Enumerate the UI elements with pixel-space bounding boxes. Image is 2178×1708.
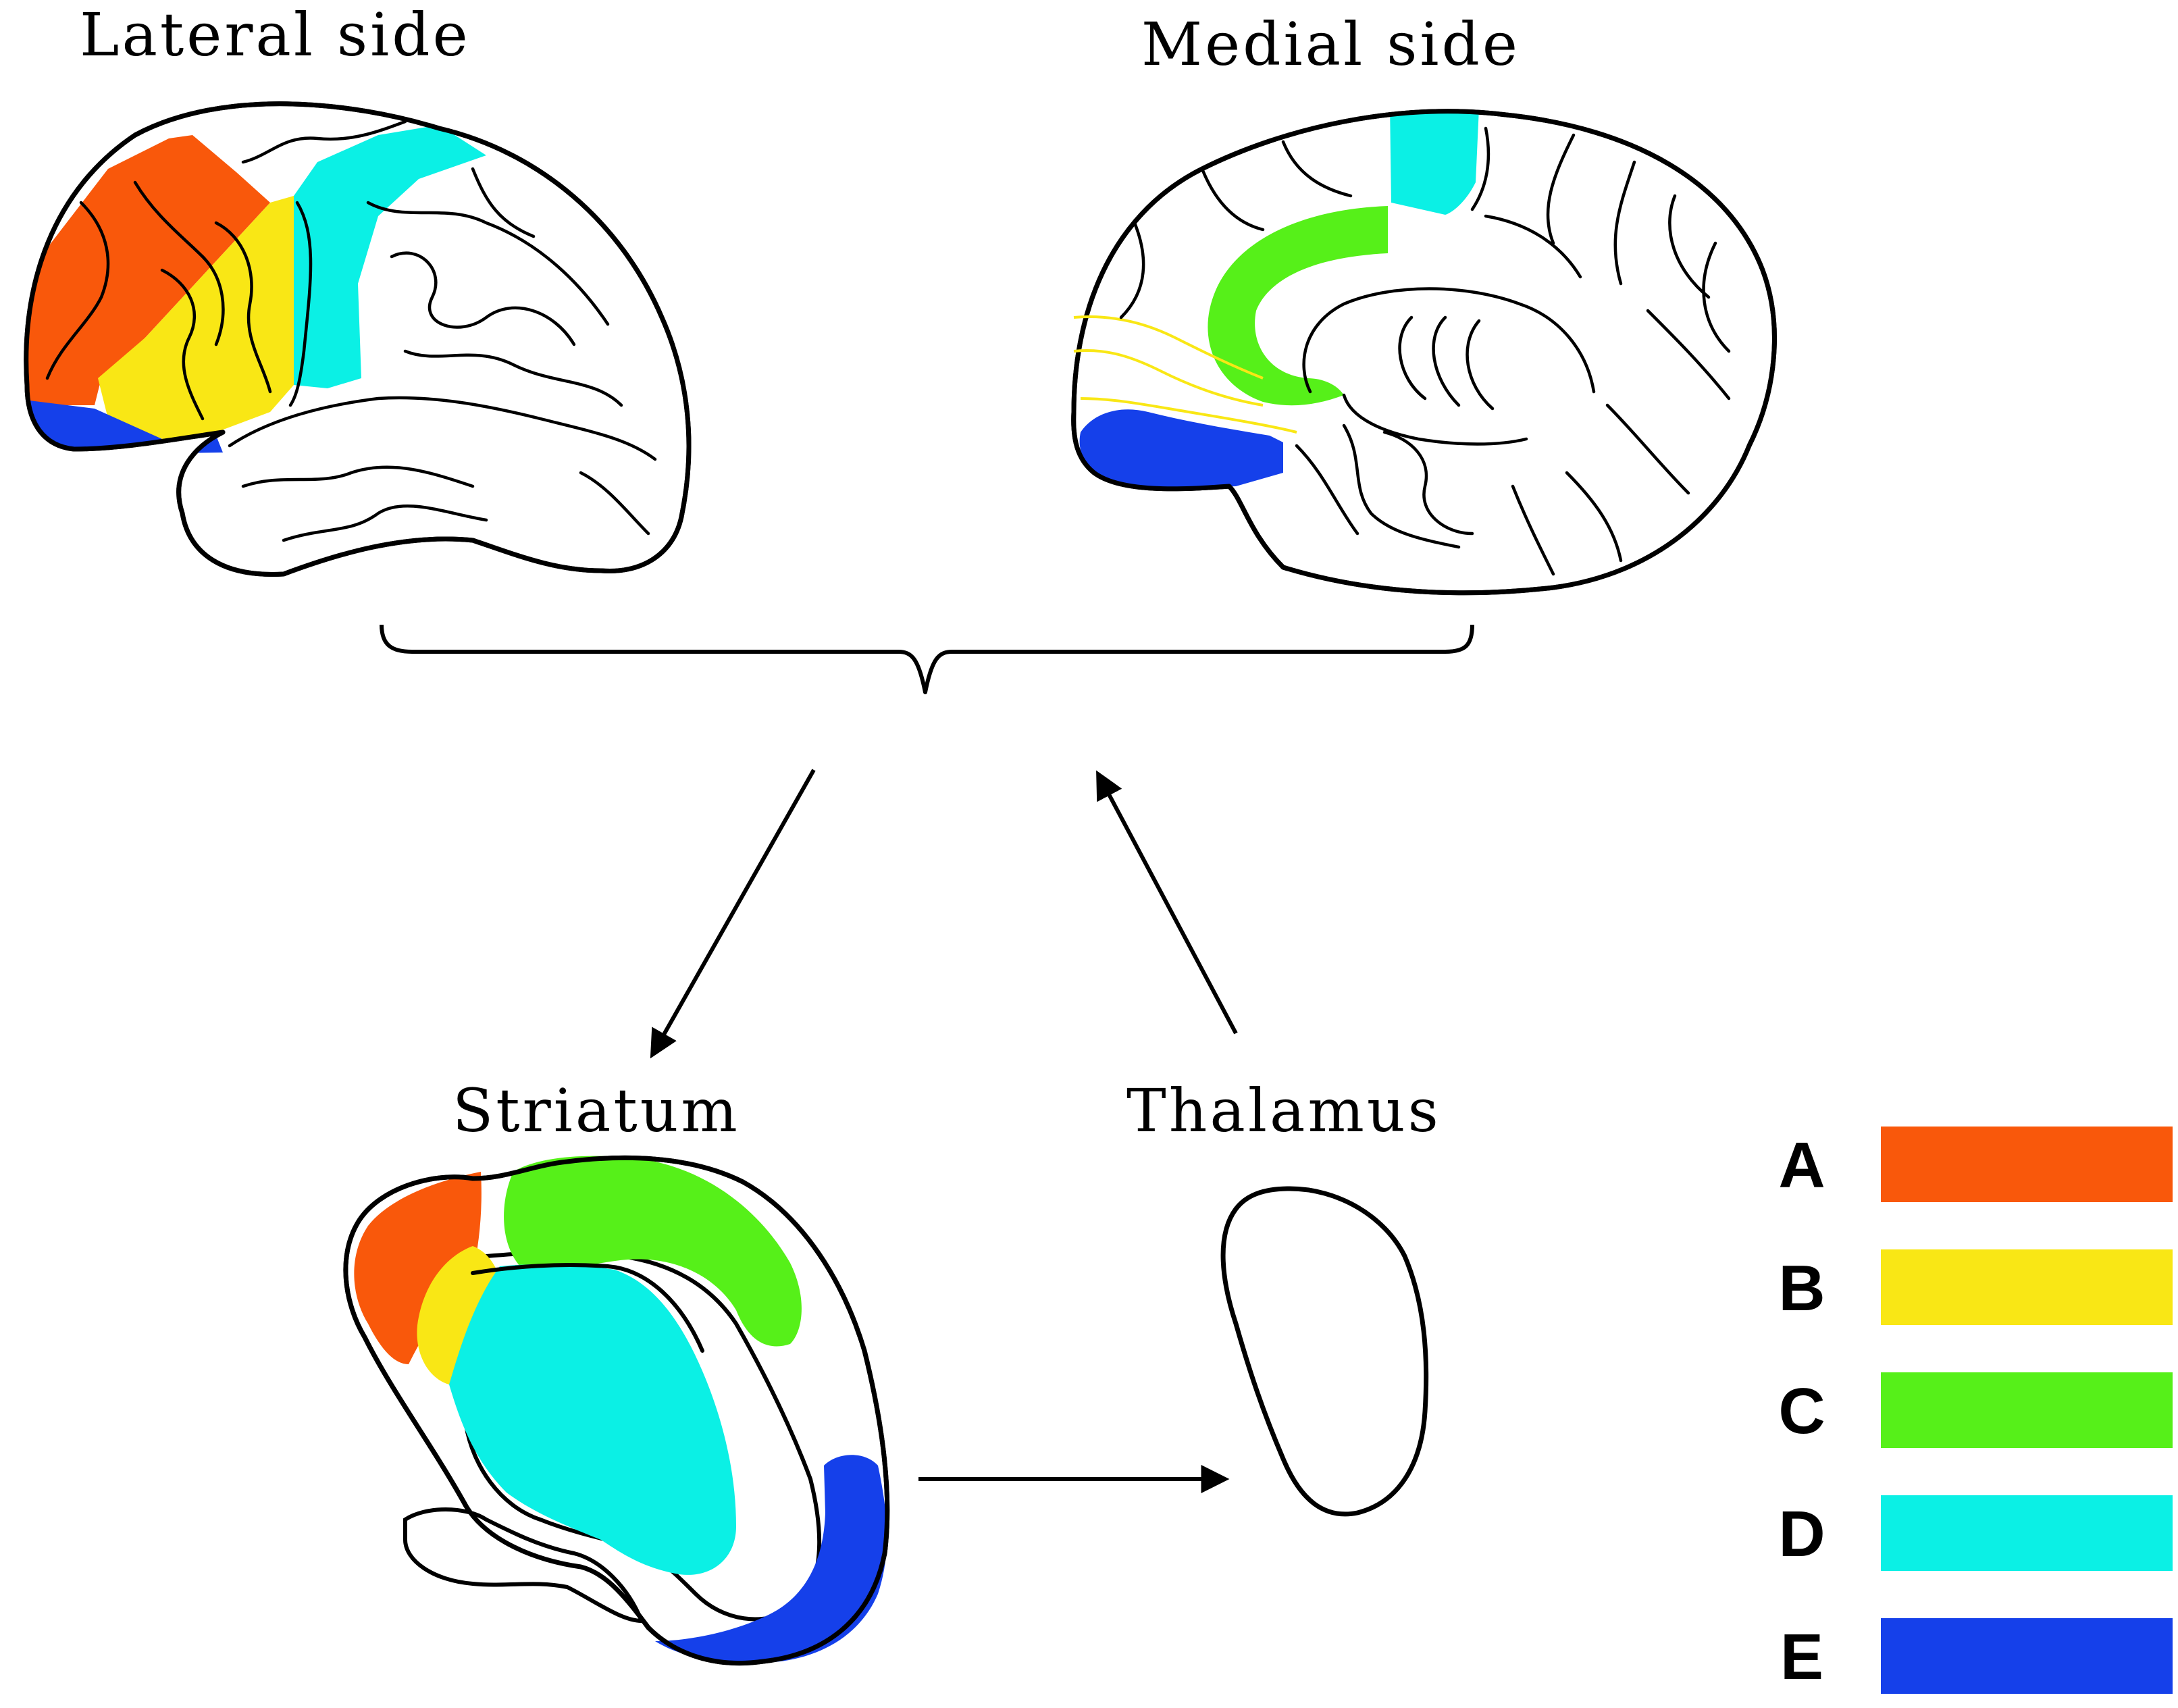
medial-region-b-outline bbox=[1073, 315, 1297, 434]
legend-item-a: A bbox=[1778, 1127, 2173, 1202]
medial-brain bbox=[1071, 109, 1777, 596]
arrow-thalamus-to-cortex bbox=[1096, 770, 1238, 1035]
striatum-label: Striatum bbox=[452, 1076, 740, 1145]
legend-swatch bbox=[1881, 1372, 2173, 1448]
legend-letter: A bbox=[1778, 1129, 1825, 1201]
striatum-region-c bbox=[504, 1156, 802, 1347]
legend-letter: C bbox=[1778, 1375, 1825, 1447]
thalamus-shape bbox=[1220, 1186, 1429, 1517]
arrow-cortex-to-striatum bbox=[650, 769, 816, 1059]
medial-region-e bbox=[1079, 409, 1283, 488]
legend-item-c: C bbox=[1778, 1372, 2173, 1448]
legend-swatch bbox=[1881, 1127, 2173, 1202]
medial-region-c bbox=[1208, 206, 1388, 406]
legend-item-e: E bbox=[1780, 1618, 2173, 1694]
legend-swatch bbox=[1881, 1495, 2173, 1571]
legend-item-b: B bbox=[1778, 1249, 2173, 1325]
lateral-brain bbox=[24, 101, 692, 577]
medial-region-d bbox=[1390, 111, 1479, 215]
legend-item-d: D bbox=[1778, 1495, 2173, 1571]
medial-side-label: Medial side bbox=[1141, 9, 1520, 79]
thalamus-label: Thalamus bbox=[1126, 1076, 1441, 1145]
striatum-region-a bbox=[354, 1172, 482, 1364]
striatum-region-e bbox=[655, 1455, 887, 1663]
striatum-region-d bbox=[449, 1264, 736, 1575]
lateral-region-a bbox=[26, 135, 270, 405]
lateral-side-label: Lateral side bbox=[80, 0, 471, 70]
legend-letter: D bbox=[1778, 1498, 1825, 1570]
brace bbox=[380, 624, 1474, 694]
striatum bbox=[343, 1155, 890, 1665]
legend-letter: E bbox=[1780, 1621, 1823, 1693]
legend-swatch bbox=[1881, 1249, 2173, 1325]
legend-swatch bbox=[1881, 1618, 2173, 1694]
lateral-region-d bbox=[294, 125, 486, 388]
legend-letter: B bbox=[1778, 1252, 1825, 1324]
